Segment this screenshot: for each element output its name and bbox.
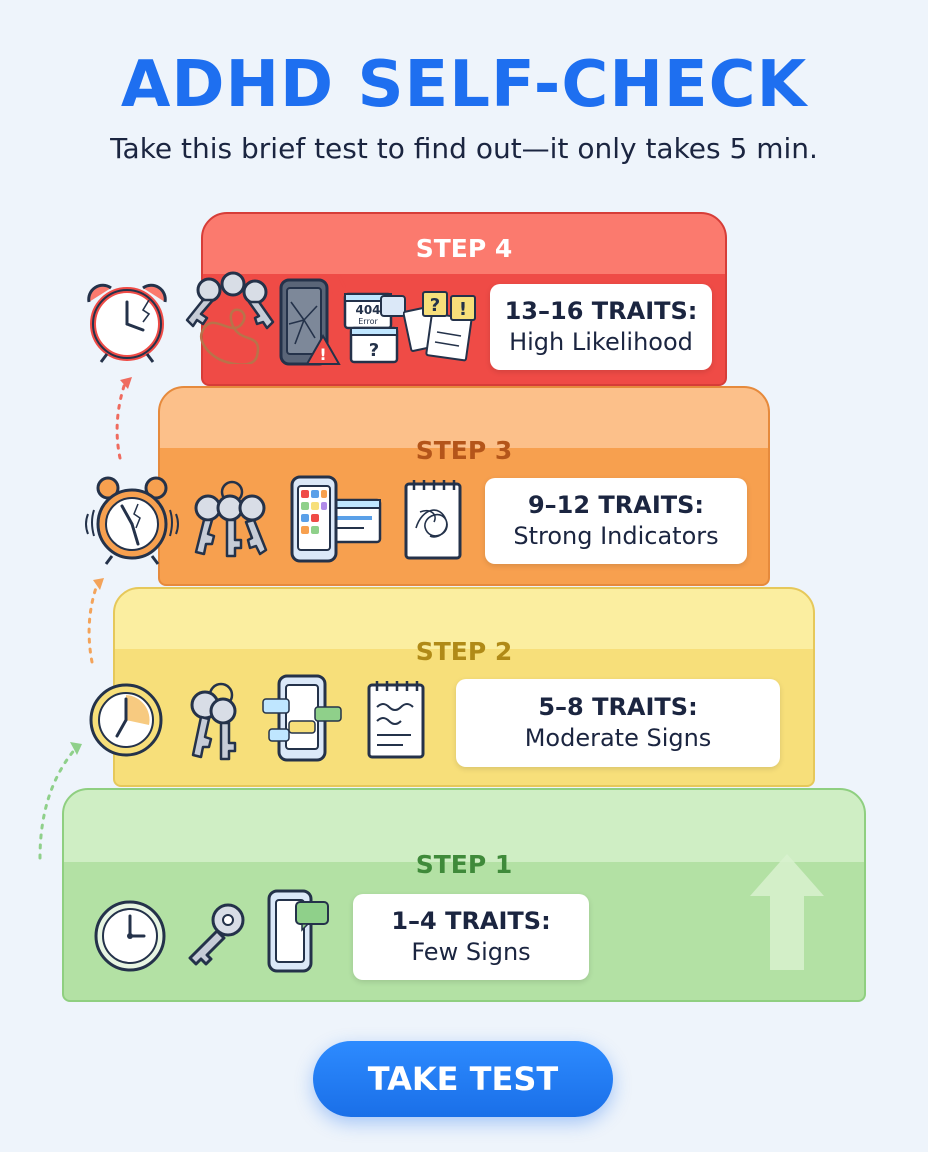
key-icon — [188, 903, 245, 966]
clock-icon — [94, 900, 166, 972]
page-title: ADHD SELF-CHECK — [120, 48, 808, 122]
phone-icon: ! — [279, 278, 341, 366]
step-1-result: Few Signs — [411, 938, 531, 966]
phone-icon — [290, 475, 382, 563]
clock-icon — [89, 683, 163, 757]
step-4-result: High Likelihood — [509, 328, 693, 356]
error-word: Error — [358, 317, 378, 326]
step-3-label: STEP 3 — [415, 436, 513, 465]
error-code: 404 — [355, 303, 380, 317]
step-2-result: Moderate Signs — [524, 724, 712, 752]
step-1-traits: 1–4 TRAITS: — [391, 906, 551, 935]
notepad-icon — [404, 480, 462, 560]
svg-text:!: ! — [319, 345, 326, 364]
notepad-icon — [367, 681, 425, 759]
step-2-label: STEP 2 — [415, 637, 513, 666]
step-3-traits: 9–12 TRAITS: — [527, 490, 705, 519]
error-window-icon: 404 Error ? — [332, 275, 406, 364]
step-2-traits: 5–8 TRAITS: — [538, 692, 698, 721]
phone-icon — [267, 889, 329, 973]
page-subtitle: Take this brief test to find out—it only… — [110, 132, 818, 165]
phone-icon — [262, 674, 342, 762]
take-test-button[interactable]: TAKE TEST — [313, 1041, 613, 1117]
alarm-clock-icon — [85, 476, 179, 565]
step-3-card: 9–12 TRAITS: Strong Indicators — [485, 478, 747, 564]
step-3-result: Strong Indicators — [513, 522, 719, 550]
step-4-block: STEP 4 ! — [87, 212, 727, 386]
step-4-traits: 13–16 TRAITS: — [504, 296, 698, 325]
step-1-label: STEP 1 — [415, 850, 513, 879]
question-note: ? — [430, 295, 440, 316]
notepad-icon: ? ! — [403, 291, 476, 362]
step-1-card: 1–4 TRAITS: Few Signs — [353, 894, 589, 980]
question-mark: ? — [369, 340, 379, 361]
step-2-block: STEP 2 — [89, 587, 815, 787]
up-arrow-icon — [750, 854, 824, 970]
step-4-label: STEP 4 — [415, 234, 513, 263]
step-2-card: 5–8 TRAITS: Moderate Signs — [456, 679, 780, 767]
step-4-card: 13–16 TRAITS: High Likelihood — [490, 284, 712, 370]
svg-text:!: ! — [459, 299, 467, 320]
alarm-clock-icon — [87, 283, 167, 363]
step-3-block: STEP 3 — [85, 386, 770, 586]
key-icon — [190, 682, 237, 761]
step-1-block: STEP 1 1–4 TRAITS: Few Signs — [62, 788, 866, 1002]
key-icon — [185, 271, 275, 364]
key-icon — [194, 480, 268, 558]
